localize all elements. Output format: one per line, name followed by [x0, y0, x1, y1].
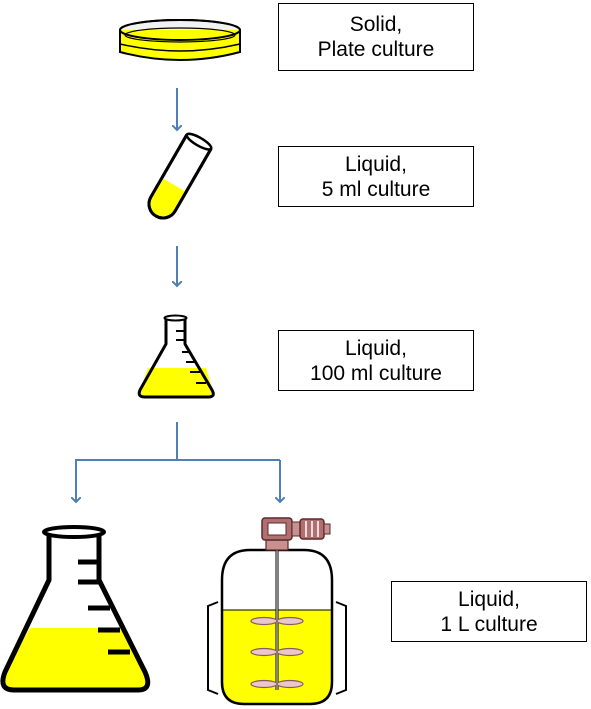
step-label-line1: Liquid, — [458, 587, 520, 611]
erlenmeyer-flask-icon — [0, 525, 151, 693]
step-label-line2: 5 ml culture — [321, 177, 431, 201]
erlenmeyer-flask-icon — [137, 314, 215, 399]
step-label-line2: Plate culture — [317, 38, 435, 61]
step-label-plate: Solid, Plate culture — [278, 3, 474, 71]
step-label-tube: Liquid, 5 ml culture — [278, 146, 474, 207]
step-label-line1: Liquid, — [345, 152, 407, 176]
step-label-small-flask: Liquid, 100 ml culture — [278, 330, 474, 391]
step-label-line2: 100 ml culture — [310, 361, 442, 385]
petri-dish-icon — [119, 19, 241, 61]
step-label-line2: 1 L culture — [440, 612, 538, 636]
step-label-line1: Liquid, — [345, 336, 407, 360]
step-label-line1: Solid, — [349, 13, 403, 36]
branch-connector — [75, 422, 280, 502]
bioreactor-icon — [207, 517, 347, 706]
step-label-large-scale: Liquid, 1 L culture — [391, 581, 587, 642]
test-tube-icon — [147, 132, 213, 220]
